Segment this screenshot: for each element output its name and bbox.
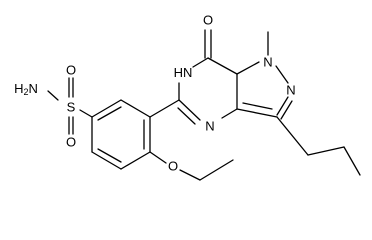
bond-ethyl <box>199 159 234 181</box>
pyrimidine-n-label: N <box>205 119 214 134</box>
bond-pz-2 <box>275 65 289 84</box>
bond-n-s <box>47 90 59 101</box>
bond-ring-ether <box>149 151 167 164</box>
bond-propyl-2 <box>307 146 345 156</box>
bond-ring-5 <box>91 151 122 170</box>
sulfonamide-nh2-label: H2N <box>14 81 38 98</box>
methyl-n-label: N <box>263 55 272 70</box>
bond-pz-4 <box>236 108 278 118</box>
bond-pz-1 <box>236 61 260 75</box>
bond-pyr-6-double <box>177 107 196 125</box>
bond-ring-2 <box>120 99 151 118</box>
atom-labels: H2N S O O O HN N N N O <box>14 13 296 174</box>
bond-pz-inner <box>242 102 273 110</box>
bond-propyl-3 <box>343 146 361 176</box>
bond-ring-1 <box>91 99 122 118</box>
bond-pz-3-double <box>280 100 293 120</box>
bond-ether-ch2 <box>179 169 201 181</box>
chemical-structure: H2N S O O O HN N N N O <box>14 13 361 181</box>
carbonyl-o-label: O <box>203 13 213 28</box>
bond-aryl-pyrimidine <box>149 99 180 118</box>
bond-ring-inner-1 <box>97 106 122 121</box>
bond-propyl-1 <box>276 116 309 156</box>
pyrimidine-nh-label: HN <box>174 65 193 80</box>
bond-pyr-3 <box>207 57 238 75</box>
bond-pyr-6 <box>178 99 201 121</box>
pyrazole-n-label: N <box>286 83 295 98</box>
bond-s-ring <box>79 109 93 118</box>
ether-o-label: O <box>168 159 178 174</box>
sulfonyl-o-top-label: O <box>66 63 76 78</box>
bonds <box>47 29 361 181</box>
sulfonyl-s-label: S <box>67 100 76 115</box>
sulfonyl-o-bottom-label: O <box>66 135 76 150</box>
bond-pyr-5 <box>221 108 238 119</box>
bond-ring-4 <box>120 151 151 170</box>
bond-ring-inner-3 <box>97 148 122 163</box>
bond-pz-3 <box>276 96 289 116</box>
bond-pyr-2 <box>192 57 209 68</box>
